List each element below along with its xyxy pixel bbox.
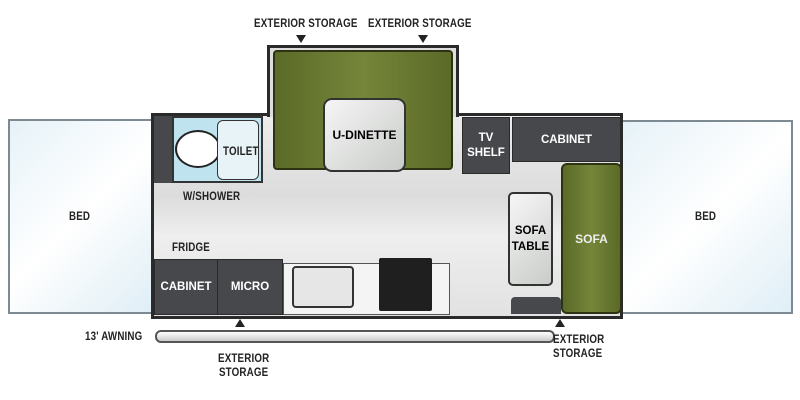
bed-label: BED: [68, 210, 90, 223]
storage-arrow-icon: [555, 319, 565, 327]
shower: [217, 120, 259, 180]
shelf-label: SHELF: [467, 146, 505, 159]
cabinet-label: CABINET: [160, 281, 212, 293]
cabinet-top: CABINET: [512, 117, 621, 162]
exterior-storage-label-top-right: EXTERIOR STORAGE: [368, 18, 472, 30]
storage-arrow-icon: [296, 35, 306, 43]
bed-label: BED: [694, 211, 716, 223]
dinette-table: U-DINETTE: [323, 98, 406, 172]
bed-right: BED: [621, 120, 793, 314]
awning: [155, 330, 555, 343]
tv-shelf: TV SHELF: [462, 117, 510, 174]
storage-arrow-icon: [235, 319, 245, 327]
wall-cabinet: [154, 116, 173, 183]
cabinet-label: CABINET: [540, 133, 593, 146]
microwave: MICRO: [217, 259, 283, 315]
sofa-table: SOFA TABLE: [508, 192, 553, 286]
micro-label: MICRO: [230, 281, 270, 293]
exterior-storage-label-top-left: EXTERIOR STORAGE: [254, 18, 358, 30]
sofa-label: SOFA: [575, 231, 608, 246]
sofa: SOFA: [561, 163, 622, 314]
outlet-panel: [511, 297, 561, 314]
sink-icon: [292, 266, 354, 308]
cabinet-bottom: CABINET: [154, 259, 218, 315]
dinette-label: U-DINETTE: [332, 128, 397, 142]
bed-left: BED: [8, 119, 154, 314]
table-label: TABLE: [511, 241, 550, 253]
sofa-table-label: SOFA: [514, 225, 547, 237]
tv-label: TV: [478, 131, 494, 144]
stove-icon: [379, 258, 432, 311]
fridge-label: FRIDGE: [172, 242, 210, 254]
storage-arrow-icon: [418, 35, 428, 43]
shower-label: W/SHOWER: [183, 191, 241, 203]
toilet-icon: [175, 130, 221, 168]
awning-label: 13' AWNING: [85, 331, 143, 343]
toilet-label: TOILET: [223, 146, 259, 158]
